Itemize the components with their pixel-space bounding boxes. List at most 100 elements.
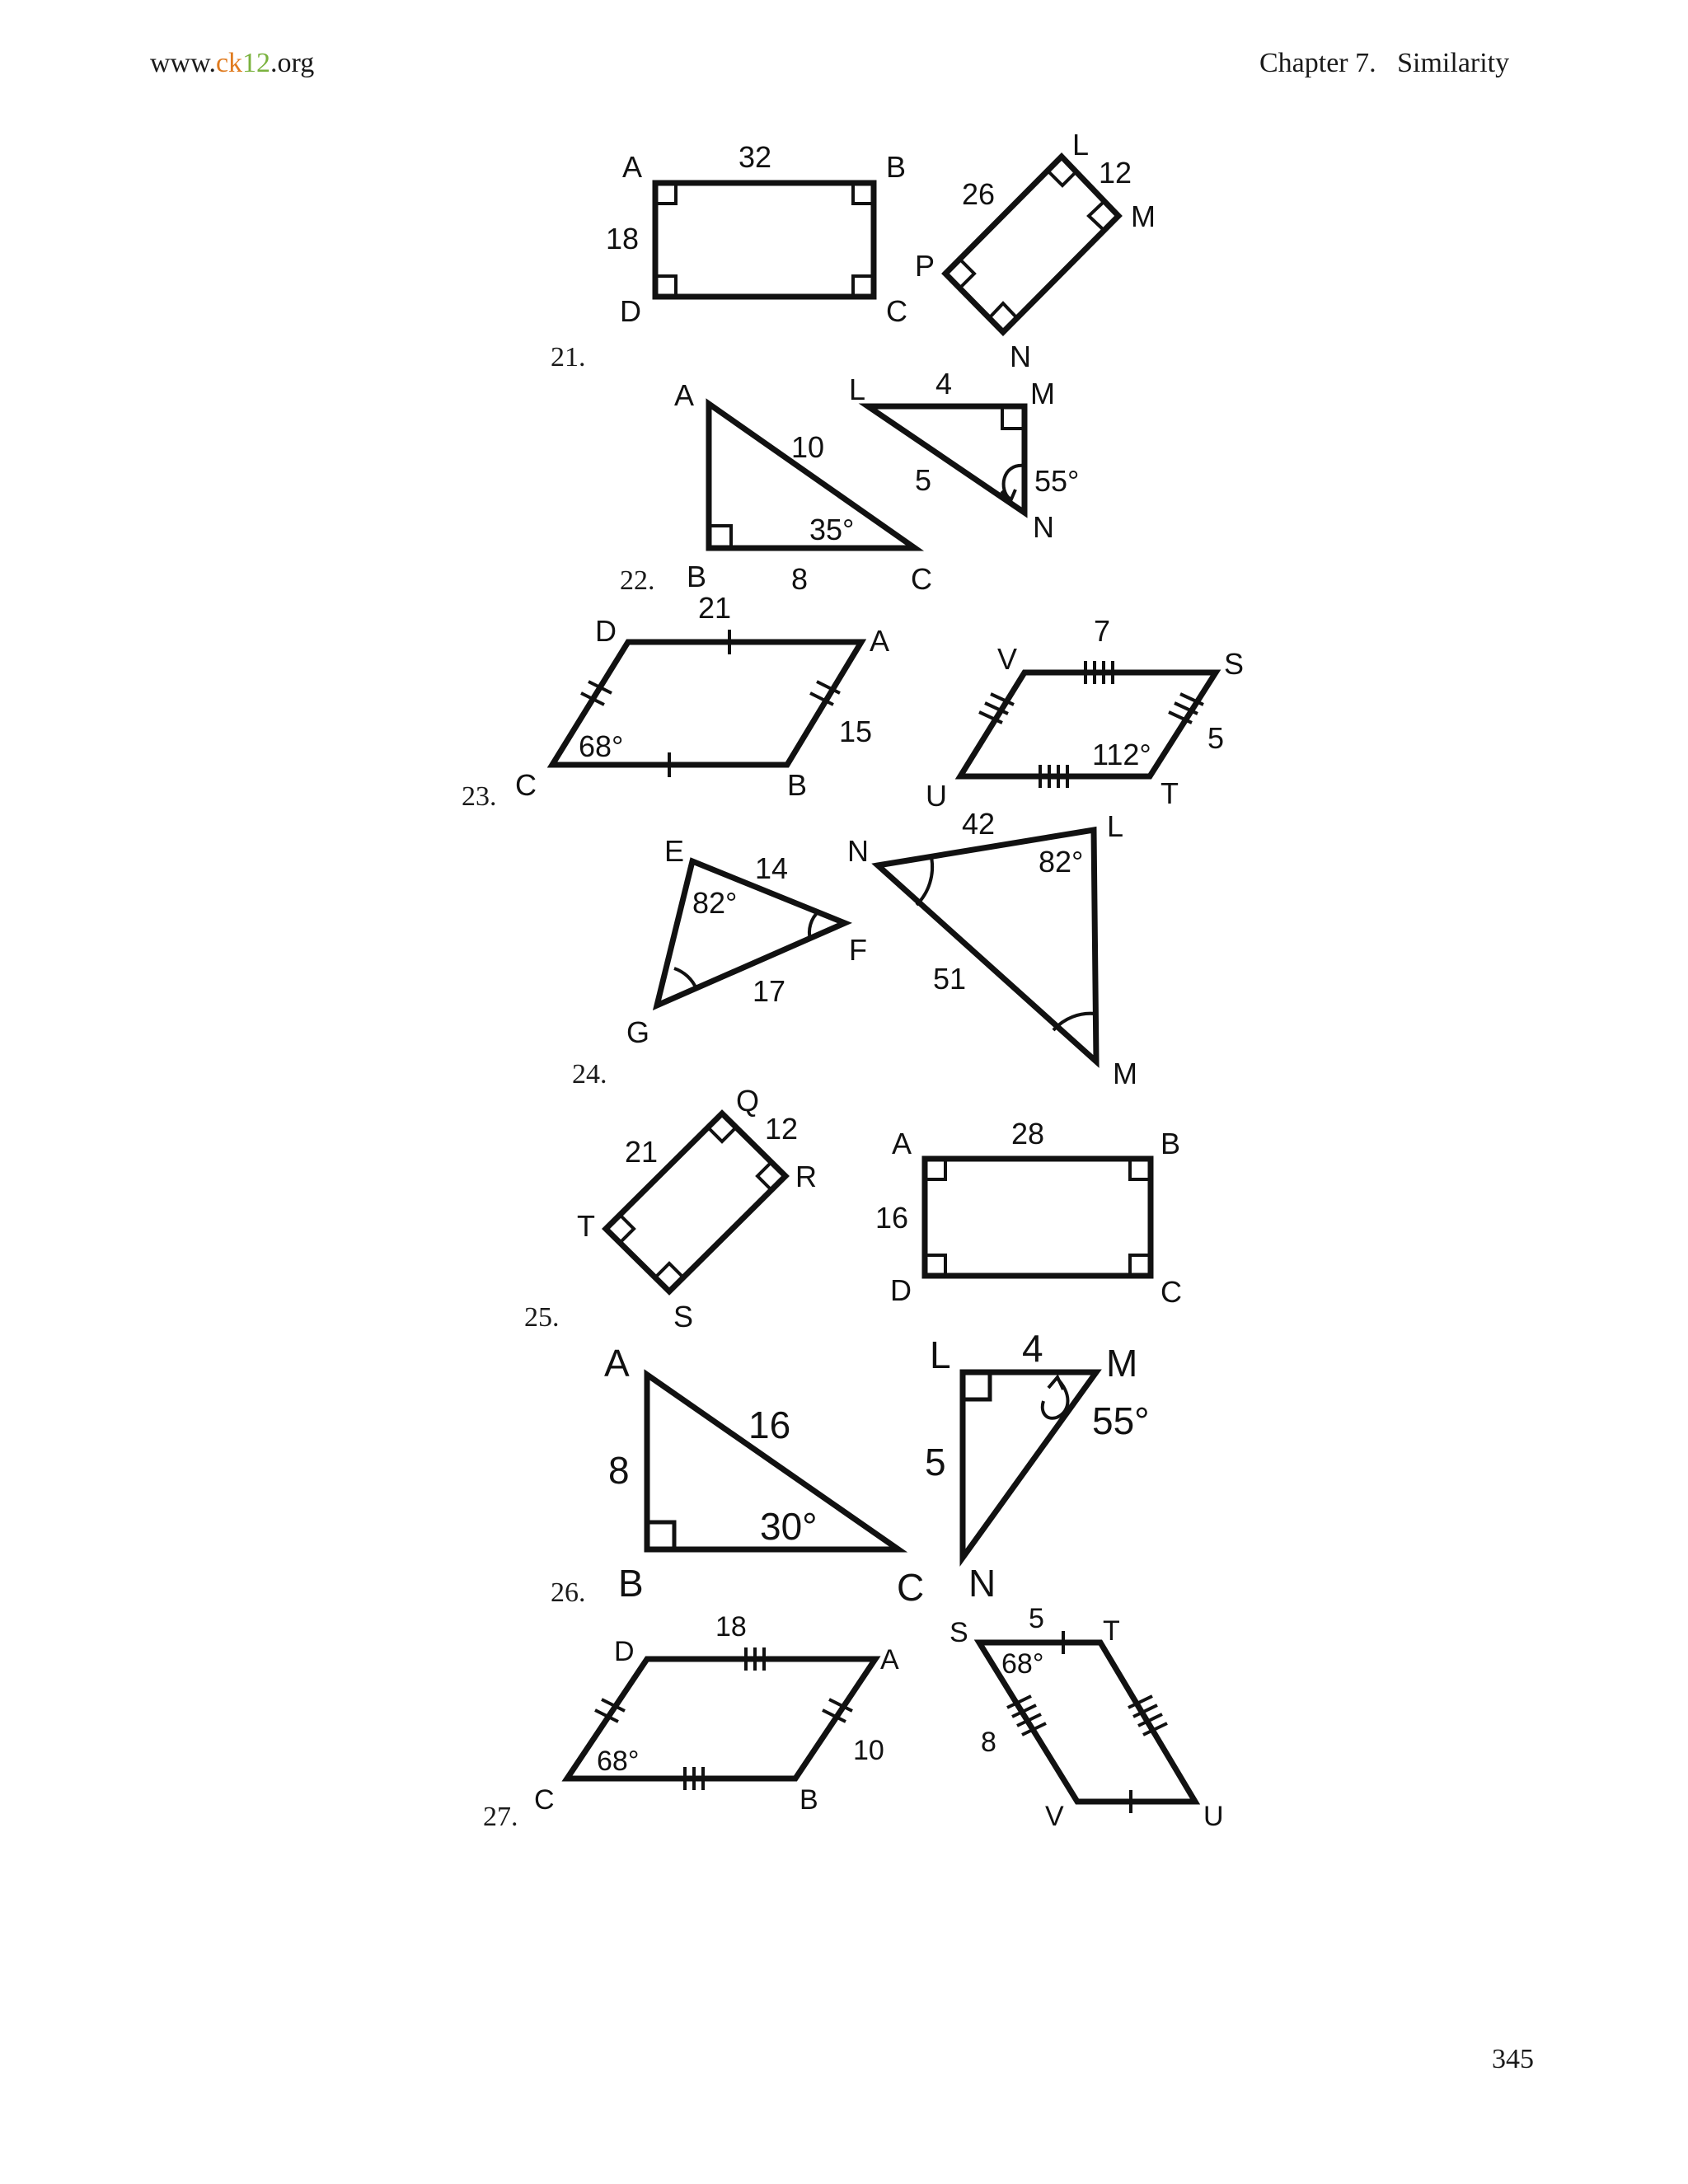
problem-number-21: 21.	[551, 342, 586, 373]
fig27-label-A: A	[880, 1644, 899, 1675]
fig25-label-A: A	[892, 1127, 912, 1160]
fig26-label-N: N	[968, 1562, 996, 1605]
fig21-side-lp: 26	[962, 177, 995, 211]
fig27-angle-S: 68°	[1001, 1648, 1043, 1680]
fig27-label-C: C	[534, 1784, 555, 1816]
fig26-side-ln: 5	[925, 1441, 946, 1483]
fig22-angle-N: 55°	[1034, 464, 1079, 498]
fig22-triangle-abc	[706, 398, 925, 551]
fig24-angle-E: 82°	[692, 886, 737, 920]
fig21-rect-lmnp	[941, 152, 1123, 336]
fig24-label-F: F	[849, 933, 867, 967]
fig26-label-C: C	[897, 1566, 924, 1609]
fig22-side-ln: 5	[915, 463, 931, 497]
fig23-side-ab: 15	[839, 715, 872, 748]
fig22-side-bc: 8	[791, 562, 808, 596]
fig25-rect-abcd	[921, 1155, 1154, 1279]
fig21-side-ad: 18	[606, 222, 639, 255]
fig26-label-M: M	[1106, 1342, 1137, 1385]
fig26-side-lm: 4	[1022, 1327, 1043, 1370]
fig25-label-C: C	[1160, 1275, 1182, 1309]
fig22-label-A: A	[674, 378, 694, 412]
fig27-side-da: 18	[715, 1611, 747, 1643]
problem-number-26: 26.	[551, 1577, 586, 1608]
fig27-label-V: V	[1045, 1801, 1064, 1832]
fig22-label-C: C	[911, 562, 932, 596]
problem-number-22: 22.	[620, 565, 655, 596]
fig21-label-L: L	[1072, 128, 1089, 162]
fig22-side-lm: 4	[935, 367, 952, 401]
fig24-side-gf: 17	[753, 974, 785, 1008]
fig23-side-st: 5	[1207, 721, 1224, 755]
fig23-label-S: S	[1224, 647, 1244, 681]
fig27-label-S: S	[950, 1617, 968, 1648]
fig21-label-N: N	[1010, 340, 1031, 373]
fig27-label-U: U	[1203, 1801, 1224, 1832]
fig27-side-ab: 10	[853, 1735, 884, 1766]
fig24-side-ef: 14	[755, 851, 788, 885]
fig26-label-B: B	[618, 1562, 644, 1605]
fig23-label-V: V	[997, 642, 1017, 676]
page-number: 345	[1492, 2044, 1534, 2074]
fig26-side-ac: 16	[748, 1404, 790, 1446]
problem-number-24: 24.	[572, 1059, 607, 1090]
fig27-label-B: B	[799, 1784, 818, 1816]
fig24-side-nm: 51	[933, 962, 966, 996]
fig24-label-E: E	[664, 834, 684, 868]
fig25-side-qr: 12	[765, 1112, 798, 1146]
fig25-side-tq: 21	[625, 1135, 658, 1169]
fig23-label-D: D	[595, 614, 617, 648]
fig21-label-A: A	[622, 150, 642, 184]
fig27-side-st: 5	[1029, 1603, 1044, 1634]
fig24-triangle-nlm	[871, 826, 1100, 1068]
fig23-parallelogram-vstu	[954, 661, 1221, 788]
fig27-parallelogram-stuv	[973, 1631, 1201, 1813]
fig24-triangle-efg	[652, 857, 853, 1011]
fig24-label-L: L	[1107, 809, 1123, 843]
fig21-label-P: P	[915, 249, 935, 283]
fig24-label-N: N	[847, 834, 869, 868]
fig26-angle-C: 30°	[760, 1505, 818, 1548]
fig21-rect-abcd	[652, 180, 877, 300]
fig22-label-B: B	[687, 560, 706, 593]
fig21-side-lm: 12	[1099, 156, 1132, 190]
fig25-side-ab: 28	[1011, 1117, 1044, 1151]
fig26-side-ab: 8	[608, 1449, 630, 1492]
fig22-angle-C: 35°	[809, 513, 854, 546]
fig21-label-D: D	[620, 294, 641, 328]
chapter-title: Chapter 7. Similarity	[1259, 48, 1510, 78]
fig23-label-C: C	[515, 768, 537, 802]
problem-number-23: 23.	[462, 781, 497, 812]
fig25-label-Q: Q	[736, 1084, 759, 1118]
fig21-label-C: C	[886, 294, 907, 328]
fig23-angle-T: 112°	[1092, 738, 1151, 771]
fig22-triangle-lmn	[858, 403, 1028, 518]
fig22-label-N: N	[1033, 510, 1054, 544]
fig23-side-da: 21	[698, 591, 731, 625]
fig25-label-T: T	[577, 1209, 595, 1243]
fig27-angle-C: 68°	[597, 1746, 639, 1777]
fig23-label-A: A	[870, 624, 889, 658]
problem-number-25: 25.	[524, 1302, 560, 1333]
fig23-parallelogram-dabc	[546, 630, 867, 777]
fig21-label-B: B	[886, 150, 906, 184]
fig22-label-M: M	[1030, 377, 1055, 410]
fig23-label-U: U	[926, 779, 947, 813]
fig22-label-L: L	[849, 373, 865, 406]
fig21-side-ab: 32	[738, 140, 771, 174]
fig27-parallelogram-dabc	[561, 1647, 881, 1790]
fig25-side-ad: 16	[875, 1201, 908, 1235]
fig25-label-D: D	[890, 1273, 912, 1307]
fig27-side-sv: 8	[981, 1727, 996, 1758]
fig26-label-A: A	[604, 1342, 630, 1385]
fig25-label-B: B	[1160, 1127, 1180, 1160]
fig21-label-M: M	[1131, 199, 1156, 233]
fig24-angle-L: 82°	[1039, 845, 1083, 879]
fig24-label-M: M	[1113, 1057, 1137, 1090]
site-url: www.ck12.org	[150, 48, 315, 78]
fig25-label-S: S	[673, 1300, 693, 1333]
fig22-side-ac: 10	[791, 430, 824, 464]
fig23-label-B: B	[787, 768, 807, 802]
fig26-angle-M: 55°	[1092, 1399, 1150, 1442]
